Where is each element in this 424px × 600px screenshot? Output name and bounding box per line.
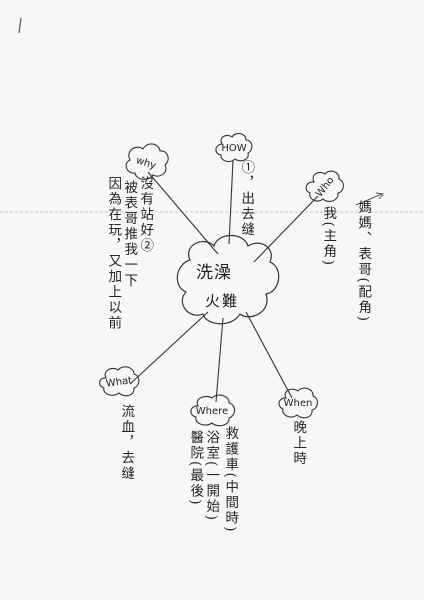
who-label: Who xyxy=(314,175,336,199)
what-text: 流血，去缝 xyxy=(118,404,135,482)
how-text: ①，出去缝 xyxy=(238,160,255,238)
arrow-mark xyxy=(355,192,384,206)
why-label: why xyxy=(134,155,157,172)
where-ambulance: 救護車(中間時) xyxy=(222,426,239,534)
why-reason-2: 被表哥推我一下 xyxy=(121,180,138,289)
how-label: HOW xyxy=(221,143,246,154)
who-main-character: 我(主角) xyxy=(320,206,337,268)
who-supporting-characters: 媽媽、表哥(配角) xyxy=(355,200,372,324)
where-label: Where xyxy=(196,406,228,417)
what-cloud xyxy=(99,366,140,397)
corner-mark xyxy=(18,17,22,34)
center-cloud xyxy=(176,234,280,325)
what-label: What xyxy=(105,375,133,390)
why-reason-3: 因為在玩，又加上以前 xyxy=(105,176,122,331)
where-hospital: 醫院(最後) xyxy=(187,430,204,507)
why-reason-1: 沒有站好② xyxy=(137,176,154,254)
how-cloud xyxy=(215,132,253,163)
connector-lines xyxy=(129,159,319,403)
when-text: 晚上時 xyxy=(290,420,307,467)
when-cloud xyxy=(278,387,318,419)
center-title: 洗澡 xyxy=(196,263,232,283)
where-bathroom: 浴室(一開始) xyxy=(203,430,220,523)
why-cloud xyxy=(125,143,169,180)
where-cloud xyxy=(190,394,236,427)
who-cloud xyxy=(305,170,344,202)
center-subtitle: 火難 xyxy=(205,292,240,310)
when-label: When xyxy=(284,398,313,409)
